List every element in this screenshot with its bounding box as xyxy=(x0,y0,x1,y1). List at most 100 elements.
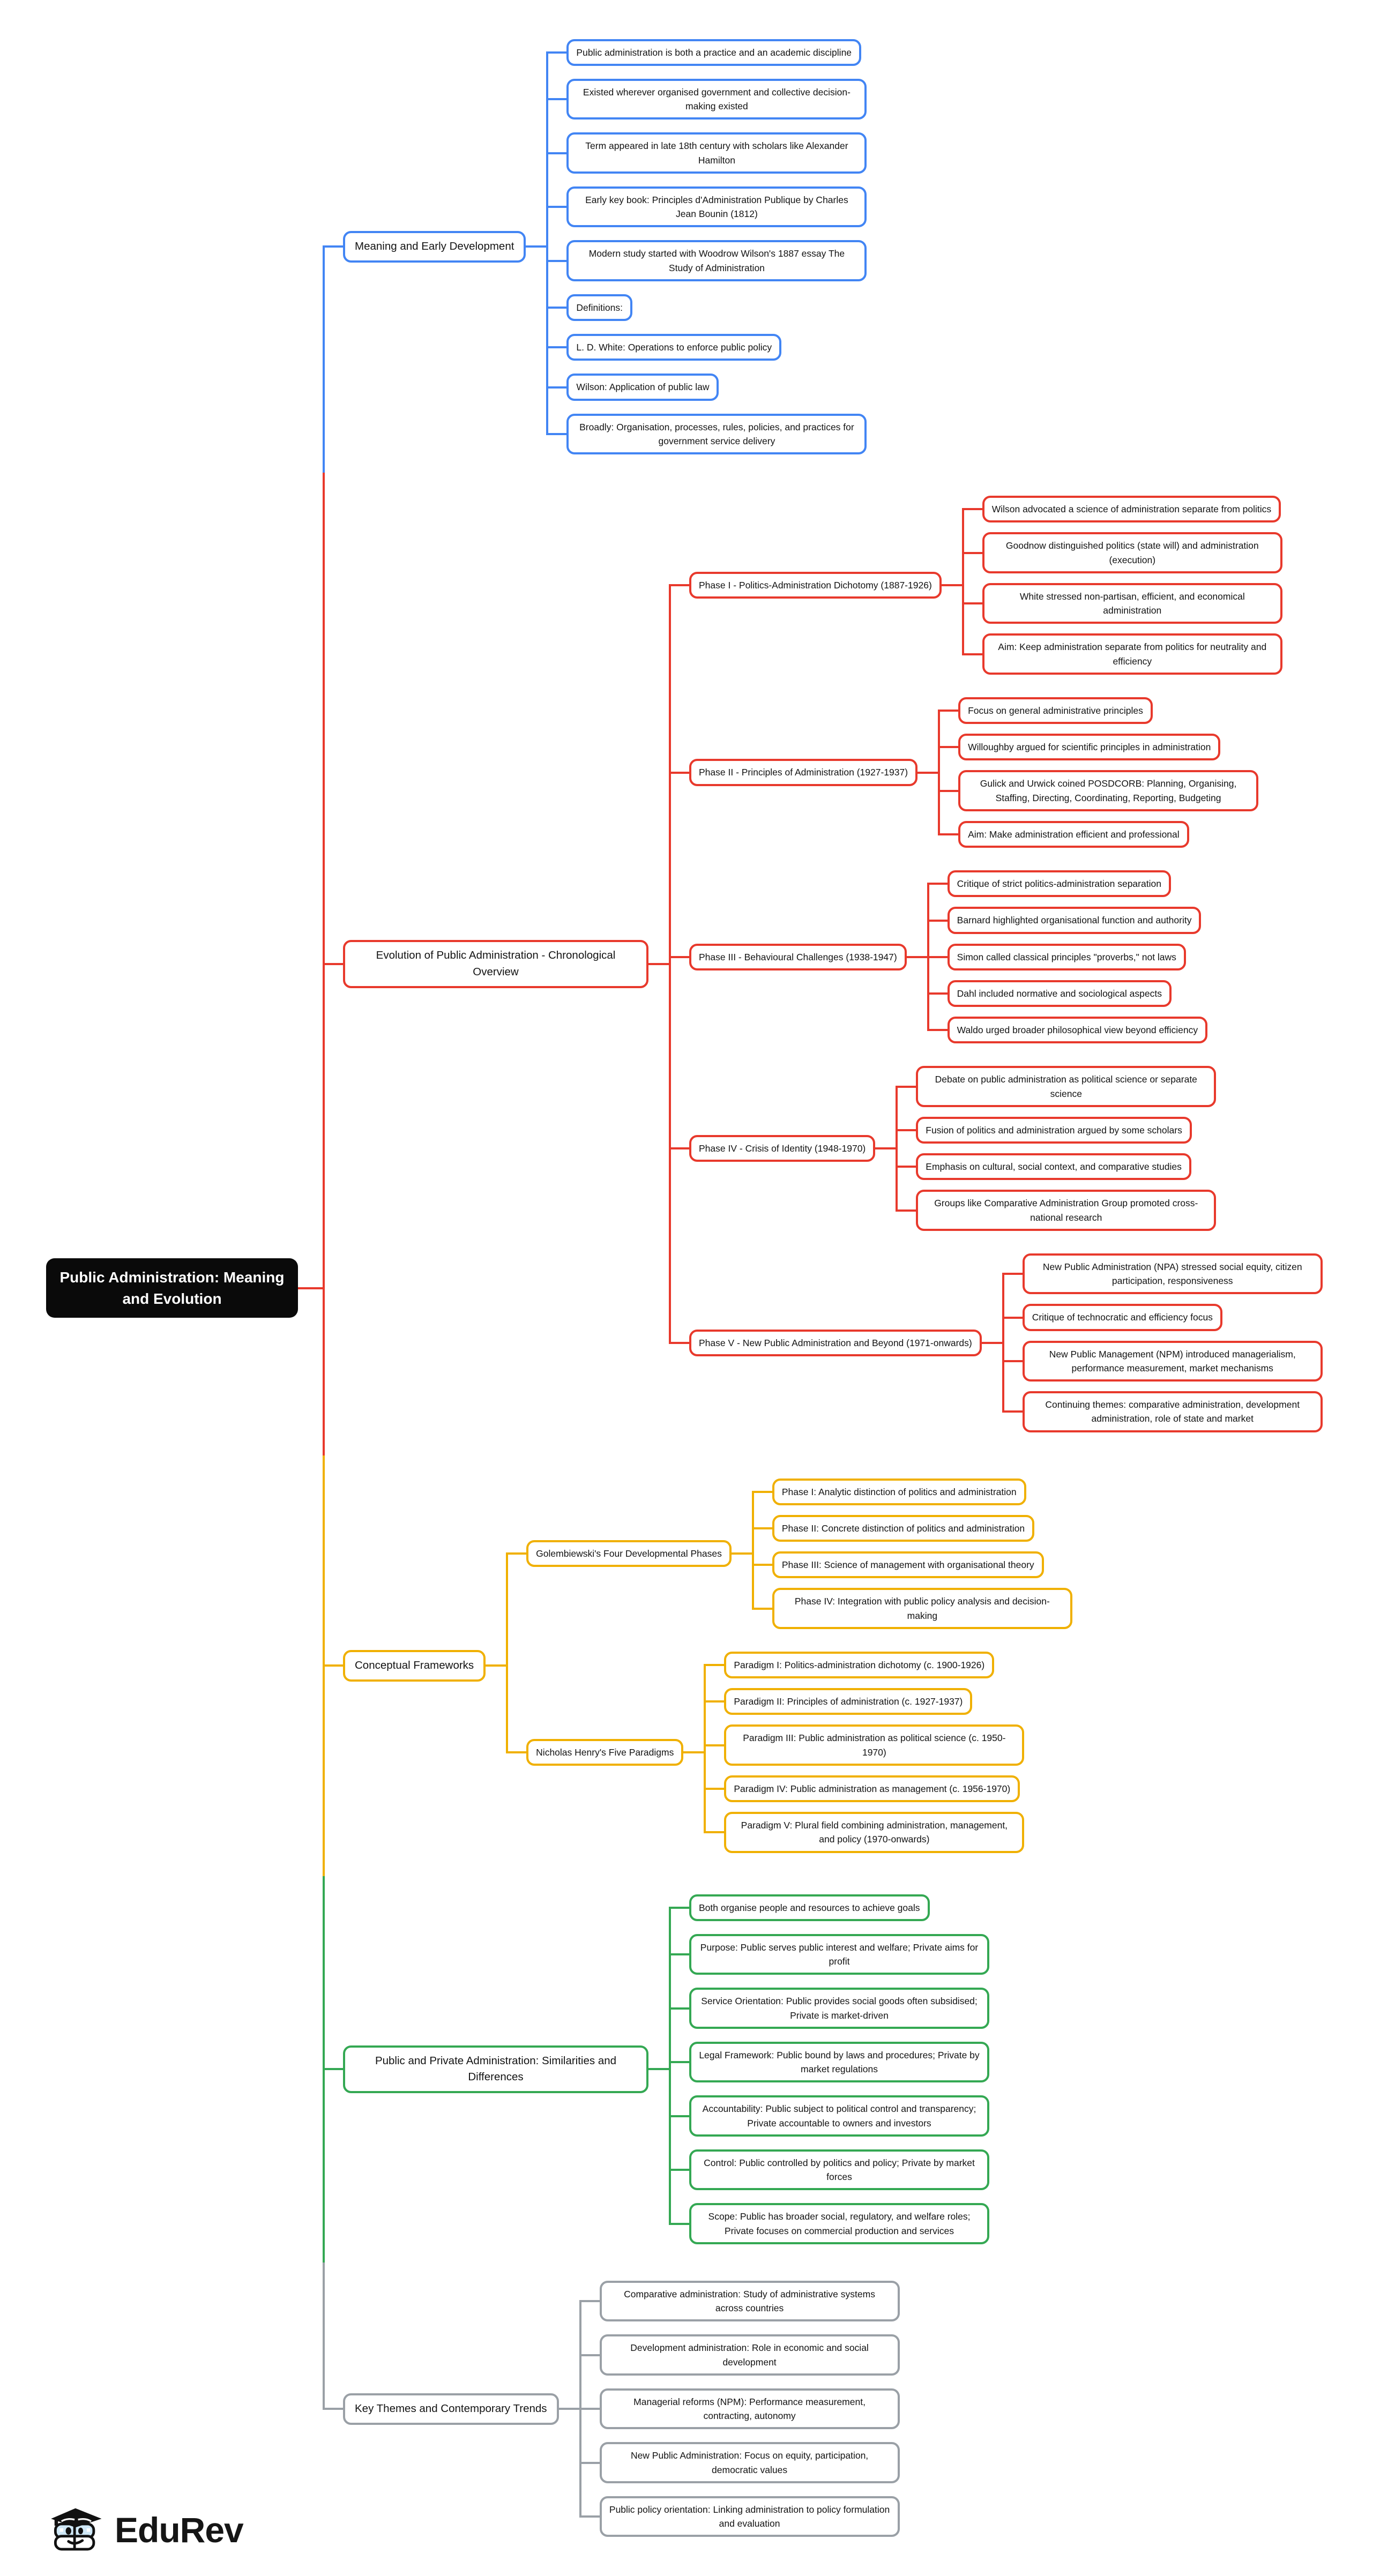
tree-item: New Public Management (NPM) introduced m… xyxy=(1002,1335,1323,1387)
leaf-node: Paradigm III: Public administration as p… xyxy=(724,1724,1025,1766)
tree-item: L. D. White: Operations to enforce publi… xyxy=(546,327,867,368)
tree-item: Public policy orientation: Linking admin… xyxy=(579,2489,900,2544)
leaf-node: Comparative administration: Study of adm… xyxy=(599,2280,900,2322)
edurev-logo-icon xyxy=(49,2500,105,2559)
sub-branch-label: Golembiewski's Four Developmental Phases xyxy=(526,1540,732,1567)
tree-item: Scope: Public has broader social, regula… xyxy=(669,2197,989,2251)
tree-item: Control: Public controlled by politics a… xyxy=(669,2142,989,2197)
leaf-node: Aim: Keep administration separate from p… xyxy=(982,633,1282,675)
leaf-node: Service Orientation: Public provides soc… xyxy=(689,1988,989,2029)
leaf-node: Paradigm IV: Public administration as ma… xyxy=(724,1775,1020,1803)
leaf-node: Phase III: Science of management with or… xyxy=(772,1551,1044,1579)
children-list: Wilson advocated a science of administra… xyxy=(941,491,1282,680)
tree-item: Goodnow distinguished politics (state wi… xyxy=(961,527,1282,578)
leaf-node: Public policy orientation: Linking admin… xyxy=(599,2496,900,2537)
leaf-node: Debate on public administration as polit… xyxy=(916,1066,1217,1107)
tree-item: Golembiewski's Four Developmental Phases… xyxy=(506,1467,1072,1641)
tree-item: Paradigm V: Plural field combining admin… xyxy=(704,1807,1025,1858)
branch-1: Meaning and Early Development Public admi… xyxy=(323,21,1323,473)
tree-item: Paradigm I: Politics-administration dich… xyxy=(704,1647,1024,1684)
tree-item: White stressed non-partisan, efficient, … xyxy=(961,578,1282,629)
leaf-node: Paradigm II: Principles of administratio… xyxy=(724,1688,973,1715)
tree-item: Phase I: Analytic distinction of politic… xyxy=(751,1474,1072,1511)
leaf-node: Legal Framework: Public bound by laws an… xyxy=(689,2041,989,2083)
leaf-node: Purpose: Public serves public interest a… xyxy=(689,1933,989,1975)
tree-item: Critique of strict politics-administrati… xyxy=(927,865,1207,902)
tree-item: Service Orientation: Public provides soc… xyxy=(669,1981,989,2035)
tree-item: Managerial reforms (NPM): Performance me… xyxy=(579,2381,900,2436)
tree-item: New Public Administration (NPA) stressed… xyxy=(1002,1249,1323,1300)
leaf-node: Wilson advocated a science of administra… xyxy=(982,496,1281,523)
sub-branch-label: Phase I - Politics-Administration Dichot… xyxy=(689,571,942,599)
leaf-node: Early key book: Principles d'Administrat… xyxy=(566,186,867,228)
tree-item: Development administration: Role in econ… xyxy=(579,2328,900,2382)
leaf-node: Continuing themes: comparative administr… xyxy=(1022,1391,1323,1432)
tree-item: Legal Framework: Public bound by laws an… xyxy=(669,2035,989,2089)
tree-item: Critique of technocratic and efficiency … xyxy=(1002,1299,1323,1336)
leaf-node: Managerial reforms (NPM): Performance me… xyxy=(599,2388,900,2430)
edurev-watermark: EduRev xyxy=(49,2500,244,2559)
leaf-node: Emphasis on cultural, social context, an… xyxy=(916,1153,1191,1181)
leaf-node: Scope: Public has broader social, regula… xyxy=(689,2203,989,2244)
branch-4: Public and Private Administration: Simil… xyxy=(323,1876,1323,2263)
branch-label: Meaning and Early Development xyxy=(343,231,526,263)
tree-item: Phase IV: Integration with public policy… xyxy=(751,1583,1072,1634)
leaf-node: Existed wherever organised government an… xyxy=(566,78,867,120)
leaf-node: Fusion of politics and administration ar… xyxy=(916,1116,1192,1144)
tree-item: Aim: Keep administration separate from p… xyxy=(961,629,1282,680)
leaf-node: Definitions: xyxy=(566,294,632,322)
tree-item: Phase III: Science of management with or… xyxy=(751,1547,1072,1584)
children-list: Both organise people and resources to ac… xyxy=(648,1888,989,2251)
leaf-node: Willoughby argued for scientific princip… xyxy=(958,734,1221,761)
tree-item: Debate on public administration as polit… xyxy=(896,1061,1217,1112)
sub-branch-label: Phase II - Principles of Administration … xyxy=(689,759,918,786)
leaf-node: Paradigm I: Politics-administration dich… xyxy=(724,1651,995,1679)
tree-item: New Public Administration: Focus on equi… xyxy=(579,2436,900,2490)
leaf-node: Aim: Make administration efficient and p… xyxy=(958,820,1189,848)
leaf-node: New Public Administration (NPA) stressed… xyxy=(1022,1253,1323,1295)
leaf-node: Term appeared in late 18th century with … xyxy=(566,132,867,174)
leaf-node: Focus on general administrative principl… xyxy=(958,697,1153,725)
leaf-node: New Public Management (NPM) introduced m… xyxy=(1022,1340,1323,1382)
tree-item: Term appeared in late 18th century with … xyxy=(546,126,867,180)
tree-item: Emphasis on cultural, social context, an… xyxy=(896,1148,1216,1185)
tree-item: Existed wherever organised government an… xyxy=(546,72,867,126)
branch-label: Evolution of Public Administration - Chr… xyxy=(343,940,648,988)
branch-list: Meaning and Early Development Public admi… xyxy=(298,21,1323,2556)
tree-item: Paradigm IV: Public administration as ma… xyxy=(704,1770,1024,1808)
tree-item: Modern study started with Woodrow Wilson… xyxy=(546,234,867,288)
leaf-node: Public administration is both a practice… xyxy=(566,39,862,66)
tree-item: Wilson: Application of public law xyxy=(546,367,867,407)
leaf-node: Both organise people and resources to ac… xyxy=(689,1894,930,1921)
children-list: Phase I: Analytic distinction of politic… xyxy=(731,1474,1072,1634)
children-list: New Public Administration (NPA) stressed… xyxy=(981,1249,1323,1437)
leaf-node: Paradigm V: Plural field combining admin… xyxy=(724,1812,1025,1853)
tree-item: Broadly: Organisation, processes, rules,… xyxy=(546,407,867,461)
leaf-node: Groups like Comparative Administration G… xyxy=(916,1190,1217,1231)
tree-item: Aim: Make administration efficient and p… xyxy=(938,816,1258,853)
tree-item: Paradigm II: Principles of administratio… xyxy=(704,1683,1024,1720)
leaf-node: Phase IV: Integration with public policy… xyxy=(772,1588,1072,1629)
branch-label: Conceptual Frameworks xyxy=(343,1649,486,1682)
branch-2: Evolution of Public Administration - Chr… xyxy=(323,473,1323,1455)
leaf-node: Phase I: Analytic distinction of politic… xyxy=(772,1478,1026,1505)
tree-item: Early key book: Principles d'Administrat… xyxy=(546,180,867,234)
tree-item: Paradigm III: Public administration as p… xyxy=(704,1720,1025,1771)
tree-item: Gulick and Urwick coined POSDCORB: Plann… xyxy=(938,765,1259,816)
leaf-node: Waldo urged broader philosophical view b… xyxy=(947,1017,1208,1044)
leaf-node: Goodnow distinguished politics (state wi… xyxy=(982,532,1282,573)
tree-item: Barnard highlighted organisational funct… xyxy=(927,902,1207,939)
leaf-node: Development administration: Role in econ… xyxy=(599,2334,900,2376)
leaf-node: New Public Administration: Focus on equi… xyxy=(599,2442,900,2483)
tree-item: Definitions: xyxy=(546,287,867,328)
tree-item: Wilson advocated a science of administra… xyxy=(961,491,1282,528)
tree-item: Phase V - New Public Administration and … xyxy=(669,1242,1323,1444)
leaf-node: Modern study started with Woodrow Wilson… xyxy=(566,240,867,281)
tree-item: Willoughby argued for scientific princip… xyxy=(938,729,1258,766)
leaf-node: Barnard highlighted organisational funct… xyxy=(947,907,1202,934)
sub-branch-label: Nicholas Henry's Five Paradigms xyxy=(526,1738,684,1766)
sub-branch-label: Phase V - New Public Administration and … xyxy=(689,1329,982,1356)
root-node: Public Administration: Meaning and Evolu… xyxy=(46,1258,298,1318)
